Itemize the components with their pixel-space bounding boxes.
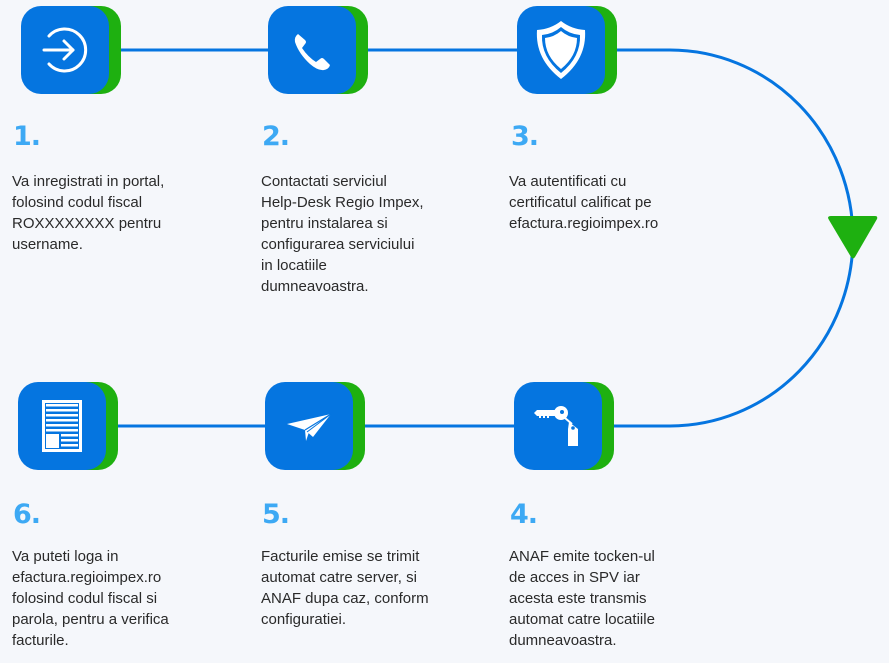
icon-tile <box>514 382 602 470</box>
icon-tile <box>517 6 605 94</box>
document-icon <box>42 400 82 452</box>
step-description: Va autentificati cu certificatul calific… <box>509 171 724 234</box>
desc-line: Va autentificati cu <box>509 173 627 190</box>
key-tag-icon <box>534 406 578 446</box>
desc-line: in locatiile <box>261 257 327 274</box>
desc-line: folosind codul fiscal <box>12 194 143 211</box>
desc-line: Help-Desk Regio Impex, <box>261 194 424 211</box>
desc-line: username. <box>12 236 83 253</box>
desc-line: pentru instalarea si <box>261 215 388 232</box>
desc-line: automat catre server, si <box>261 569 417 586</box>
step-description: ANAF emite tocken-ul de acces in SPV iar… <box>509 546 724 651</box>
desc-line: configuratiei. <box>261 611 347 628</box>
step-number: 3. <box>511 121 539 152</box>
icon-tile <box>265 382 353 470</box>
icon-tile <box>268 6 356 94</box>
desc-line: Contactati serviciul <box>261 173 387 190</box>
desc-line: folosind codul fiscal si <box>12 590 158 607</box>
desc-line: efactura.regioimpex.ro <box>12 569 162 586</box>
step-3-icon-tile <box>517 6 617 94</box>
shield-icon <box>536 21 586 79</box>
step-1-icon-tile <box>21 6 121 94</box>
desc-line: Va inregistrati in portal, <box>12 173 165 190</box>
desc-line: dumneavoastra. <box>261 278 369 295</box>
connector-3-4-curve <box>610 48 855 428</box>
desc-line: certificatul calificat pe <box>509 194 652 211</box>
icon-tile <box>18 382 106 470</box>
step-4-icon-tile <box>514 382 614 470</box>
desc-line: dumneavoastra. <box>509 632 617 649</box>
desc-line: ROXXXXXXXX pentru <box>12 215 162 232</box>
desc-line: ANAF dupa caz, conform <box>261 590 429 607</box>
desc-line: acesta este transmis <box>509 590 647 607</box>
desc-line: Va puteti loga in <box>12 548 119 565</box>
step-number: 5. <box>262 499 290 530</box>
step-description: Va inregistrati in portal, folosind codu… <box>12 171 227 255</box>
phone-icon <box>294 34 330 71</box>
step-2-icon-tile <box>268 6 368 94</box>
desc-line: automat catre locatiile <box>509 611 655 628</box>
desc-line: ANAF emite tocken-ul <box>509 548 655 565</box>
step-number: 2. <box>262 121 290 152</box>
desc-line: de acces in SPV iar <box>509 569 640 586</box>
step-number: 1. <box>13 121 41 152</box>
desc-line: parola, pentru a verifica <box>12 611 169 628</box>
paper-plane-icon <box>287 413 332 441</box>
step-number: 6. <box>13 499 41 530</box>
step-5-icon-tile <box>265 382 365 470</box>
sign-in-icon <box>42 27 88 73</box>
step-number: 4. <box>510 499 538 530</box>
desc-line: Facturile emise se trimit <box>261 548 420 565</box>
desc-line: facturile. <box>12 632 69 649</box>
step-description: Va puteti loga in efactura.regioimpex.ro… <box>12 546 227 651</box>
desc-line: configurarea serviciului <box>261 236 415 253</box>
flow-arrow-down-icon <box>828 216 878 259</box>
step-description: Contactati serviciul Help-Desk Regio Imp… <box>261 171 476 297</box>
desc-line: efactura.regioimpex.ro <box>509 215 659 232</box>
step-description: Facturile emise se trimit automat catre … <box>261 546 476 630</box>
icon-tile <box>21 6 109 94</box>
step-6-icon-tile <box>18 382 118 470</box>
